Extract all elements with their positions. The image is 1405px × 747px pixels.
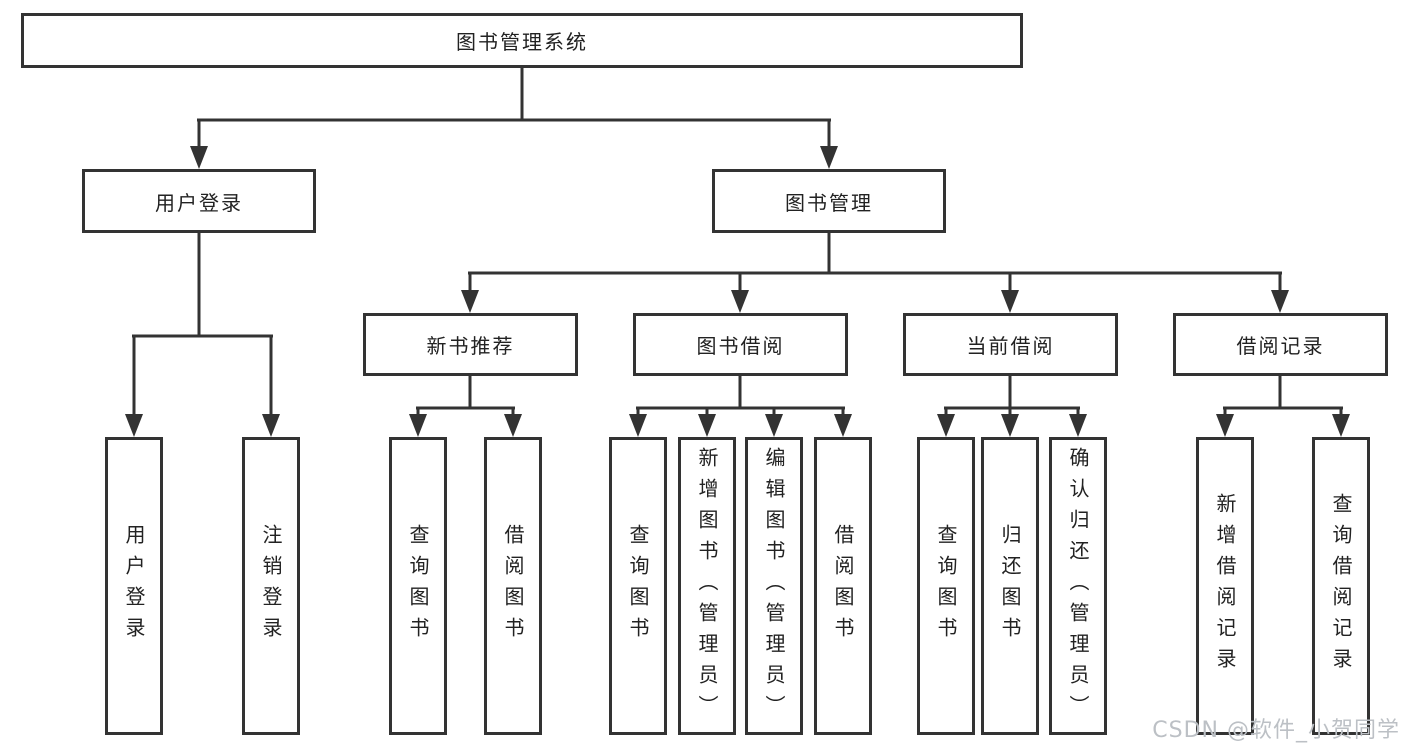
- leaf-query-books-current: 查询图书: [917, 437, 975, 735]
- leaf-logout: 注销登录: [242, 437, 300, 735]
- leaf-query-books-recommend-label: 查询图书: [406, 524, 430, 648]
- leaf-query-books-borrow-label: 查询图书: [626, 524, 650, 648]
- leaf-query-books-current-label: 查询图书: [934, 524, 958, 648]
- leaf-query-books-recommend: 查询图书: [389, 437, 447, 735]
- node-book-borrowing: 图书借阅: [633, 313, 848, 376]
- node-user-login-label: 用户登录: [155, 190, 243, 215]
- leaf-add-borrow-record-label: 新增借阅记录: [1213, 493, 1237, 679]
- node-book-borrowing-label: 图书借阅: [696, 334, 785, 358]
- node-borrowing-records-label: 借阅记录: [1236, 334, 1325, 358]
- leaf-logout-label: 注销登录: [259, 524, 283, 648]
- leaf-borrow-books-label: 借阅图书: [831, 524, 855, 648]
- node-new-book-recommendation-label: 新书推荐: [426, 334, 515, 358]
- leaf-query-borrow-record-label: 查询借阅记录: [1329, 493, 1353, 679]
- node-root-system-label: 图书管理系统: [456, 30, 588, 54]
- arrowheads: [125, 146, 1350, 437]
- leaf-borrow-books-recommend-label: 借阅图书: [501, 524, 525, 648]
- leaf-query-books-borrow: 查询图书: [609, 437, 667, 735]
- leaf-borrow-books: 借阅图书: [814, 437, 872, 735]
- node-borrowing-records: 借阅记录: [1173, 313, 1388, 376]
- node-current-borrowing: 当前借阅: [903, 313, 1118, 376]
- leaf-add-borrow-record: 新增借阅记录: [1196, 437, 1254, 735]
- leaf-user-login-label: 用户登录: [122, 524, 146, 648]
- node-current-borrowing-label: 当前借阅: [966, 334, 1055, 358]
- leaf-query-borrow-record: 查询借阅记录: [1312, 437, 1370, 735]
- leaf-edit-books-admin: 编辑图书（管理员）: [745, 437, 803, 735]
- leaf-confirm-return-admin: 确认归还（管理员）: [1049, 437, 1107, 735]
- leaf-user-login: 用户登录: [105, 437, 163, 735]
- node-new-book-recommendation: 新书推荐: [363, 313, 578, 376]
- leaf-add-books-admin: 新增图书（管理员）: [678, 437, 736, 735]
- node-root-system: 图书管理系统: [21, 13, 1023, 68]
- leaf-borrow-books-recommend: 借阅图书: [484, 437, 542, 735]
- leaf-edit-books-admin-label: 编辑图书（管理员）: [762, 446, 786, 726]
- watermark: CSDN @软件_小贺同学: [1152, 718, 1400, 743]
- leaf-add-books-admin-label: 新增图书（管理员）: [695, 446, 719, 726]
- leaf-return-books: 归还图书: [981, 437, 1039, 735]
- leaf-confirm-return-admin-label: 确认归还（管理员）: [1066, 446, 1090, 726]
- leaf-return-books-label: 归还图书: [998, 524, 1022, 648]
- node-user-login: 用户登录: [82, 169, 316, 233]
- node-book-management-label: 图书管理: [785, 190, 873, 215]
- node-book-management: 图书管理: [712, 169, 946, 233]
